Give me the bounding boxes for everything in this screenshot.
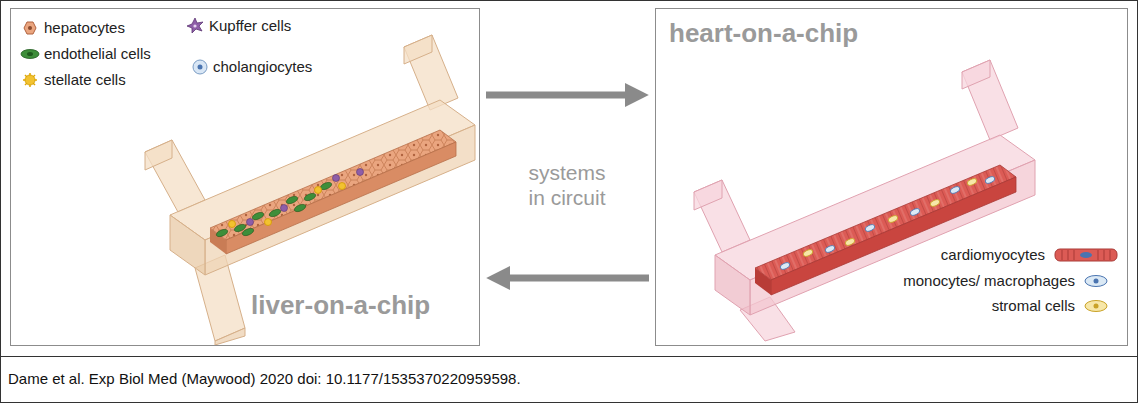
chip-panel: heart-on-a-chip <box>655 8 1128 346</box>
legend-entry: monocytes/ macrophages <box>903 272 1075 290</box>
legend-entry: cardiomyocytes <box>941 246 1045 264</box>
circuit-label: systems in circuit <box>521 160 613 210</box>
liver-chip <box>145 35 475 345</box>
caption-rule <box>0 356 1138 357</box>
legend-entry: endothelial cells <box>44 45 151 63</box>
legend-entry: Kupffer cells <box>209 17 291 35</box>
heart-chip <box>694 60 1035 341</box>
chip-title: heart-on-a-chip <box>669 19 858 49</box>
circuit-arrow <box>510 275 649 282</box>
liver-tissue <box>210 130 456 254</box>
legend-entry: hepatocytes <box>44 19 125 37</box>
legend-entry: cholangiocytes <box>213 58 312 76</box>
chip-title: liver-on-a-chip <box>251 291 430 321</box>
legend-entry: stromal cells <box>992 297 1075 315</box>
figure-caption: Dame et al. Exp Biol Med (Maywood) 2020 … <box>8 370 521 388</box>
circuit-arrow <box>486 92 625 99</box>
legend-entry: stellate cells <box>44 71 126 89</box>
